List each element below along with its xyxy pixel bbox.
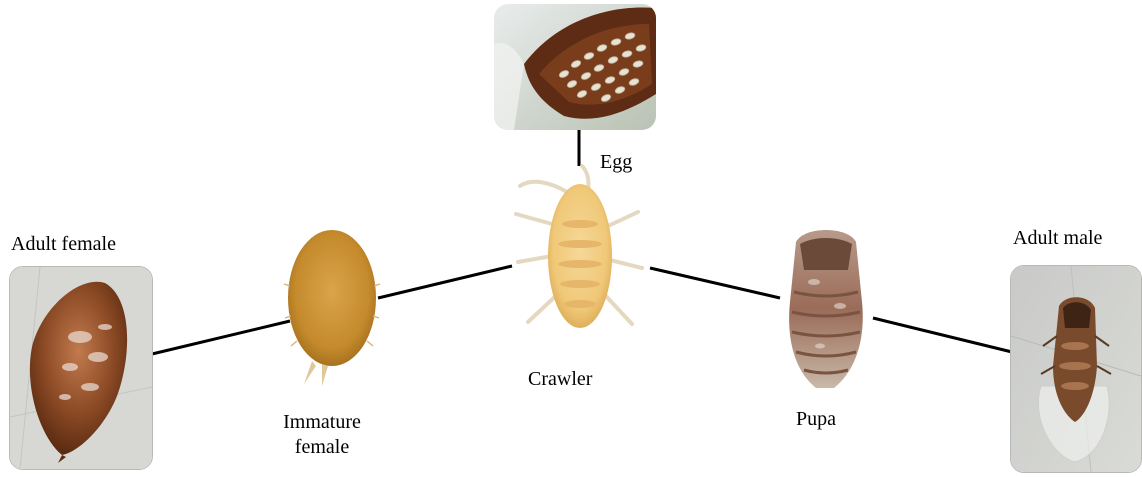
immature-female-label-line2: female	[252, 435, 392, 460]
adult-female-photo	[9, 266, 153, 470]
connector-immature-crawler	[378, 266, 512, 298]
connector-pupa-adult-male	[873, 318, 1012, 352]
adult-male-photo	[1010, 265, 1142, 473]
immature-female-label: Immature female	[252, 410, 392, 460]
immature-female-photo	[282, 226, 382, 388]
connector-crawler-pupa	[650, 268, 780, 298]
egg-photo	[494, 4, 656, 130]
crawler-photo	[512, 164, 652, 344]
pupa-photo	[774, 222, 878, 392]
adult-male-label: Adult male	[1013, 226, 1102, 251]
immature-female-label-line1: Immature	[252, 410, 392, 435]
connector-adult-female-immature	[152, 321, 290, 354]
pupa-label: Pupa	[796, 407, 836, 432]
egg-label: Egg	[600, 150, 632, 175]
crawler-label: Crawler	[528, 367, 592, 392]
adult-female-label: Adult female	[11, 232, 116, 257]
